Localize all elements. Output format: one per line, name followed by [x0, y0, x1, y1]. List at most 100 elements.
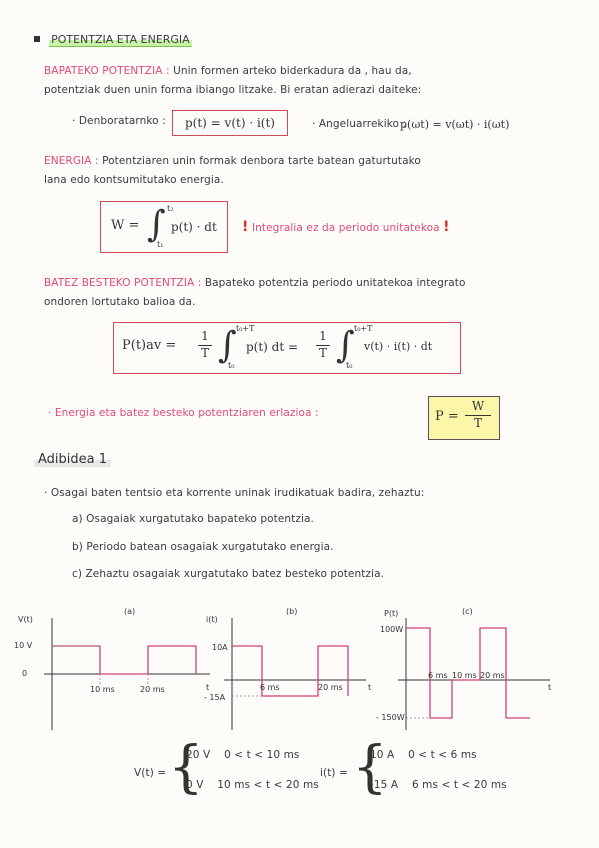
average-formula-lhs: P(t)av = — [122, 338, 177, 353]
instant-time-label: · Denboratarnko : — [72, 115, 166, 127]
instant-angle-label: · Angeluarrekiko : — [312, 118, 407, 130]
graph-b-y-pos: 10A — [212, 643, 228, 652]
average-formula-box: P(t)av = 1 T ∫ t₀+T t₀ p(t) dt = 1 T ∫ t… — [113, 322, 461, 374]
v-row1: 20 V 0 < t < 10 ms — [186, 746, 300, 765]
average-label: BATEZ BESTEKO POTENTZIA : — [44, 277, 202, 289]
example-title: Adibidea 1 — [34, 452, 112, 467]
average-integral-1: p(t) dt = — [246, 340, 299, 354]
exclamation-icon: ! — [242, 219, 249, 235]
instant-formula: p(t) = v(t) · i(t) — [185, 116, 275, 130]
energy-lower-limit: t₁ — [157, 240, 164, 249]
graph-c-y-pos: 100W — [380, 625, 403, 634]
integral-sign-icon-2: ∫ — [336, 325, 355, 366]
graph-c-t2: 10 ms — [452, 671, 477, 680]
example-intro: · Osagai baten tentsio eta korrente unin… — [44, 487, 425, 499]
graph-a-axis-label: V(t) — [18, 615, 33, 624]
energy-upper-limit: t₂ — [167, 204, 174, 213]
graph-c-t1: 6 ms — [428, 671, 448, 680]
graph-a-y-value: 10 V — [14, 641, 33, 650]
v-row2-val: 0 V — [186, 779, 204, 791]
graph-b-panel-label: (b) — [286, 607, 297, 616]
page-title: POTENTZIA ETA ENERGIA — [49, 33, 192, 47]
energy-note-text: Integralia ez da periodo unitatekoa — [251, 222, 440, 234]
graph-c-t3: 20 ms — [480, 671, 505, 680]
graph-c-y-neg: - 150W — [376, 713, 405, 722]
page-title-wrap: POTENTZIA ETA ENERGIA — [34, 28, 192, 47]
v-lhs: V(t) = — [134, 767, 167, 779]
fraction-den-1: T — [198, 345, 212, 360]
graph-b-waveform — [232, 645, 349, 697]
graph-a-t1: 10 ms — [90, 685, 115, 694]
relation-formula-box: P = W T — [428, 396, 500, 440]
v-row1-cond: 0 < t < 10 ms — [224, 749, 300, 761]
relation-num: W — [471, 399, 485, 413]
graph-a-x-label: t — [206, 683, 209, 692]
v-row2: 0 V 10 ms < t < 20 ms — [186, 776, 319, 795]
instant-power-label: BAPATEKO POTENTZIA : — [44, 65, 170, 77]
energy-label: ENERGIA : — [44, 155, 99, 167]
instant-angle-formula: p(ωt) = v(ωt) · i(ωt) — [400, 118, 510, 131]
graph-b-x-label: t — [368, 683, 371, 692]
example-title-wrap: Adibidea 1 — [34, 448, 112, 467]
i-row2-cond: 6 ms < t < 20 ms — [411, 779, 507, 791]
v-row2-cond: 10 ms < t < 20 ms — [217, 779, 319, 791]
instant-power-text2: potentziak duen unin forma ibiango litza… — [44, 84, 422, 96]
energy-text2: lana edo kontsumitutako energia. — [44, 174, 224, 186]
energy-formula-lhs: W = — [111, 218, 140, 233]
example-item-c: c) Zehaztu osagaiak xurgatutako batez be… — [72, 568, 385, 580]
graph-c-waveform — [406, 627, 530, 719]
graph-b-axis-label: i(t) — [206, 615, 218, 624]
graph-c-x-label: t — [548, 683, 551, 692]
integral-sign-icon-1: ∫ — [218, 325, 237, 366]
instant-power-section: BAPATEKO POTENTZIA : Unin formen arteko … — [44, 62, 564, 100]
energy-text1: Potentziaren unin formak denbora tarte b… — [102, 155, 421, 167]
energy-formula-body: p(t) · dt — [171, 220, 217, 234]
i-row2-val: -15 A — [370, 779, 399, 791]
instant-power-text1: Unin formen arteko biderkadura da , hau … — [173, 65, 412, 77]
average-fraction-2: 1 T — [316, 329, 330, 360]
average-lower-1: t₀ — [228, 361, 235, 370]
average-text1: Bapateko potentzia periodo unitatekoa in… — [204, 277, 466, 289]
graph-c-axis-label: P(t) — [384, 609, 398, 618]
energy-note: ! Integralia ez da periodo unitatekoa ! — [242, 218, 450, 238]
fraction-num-2: 1 — [319, 329, 327, 343]
average-fraction-1: 1 T — [198, 329, 212, 360]
i-row2: -15 A 6 ms < t < 20 ms — [370, 776, 507, 795]
example-item-a: a) Osagaiak xurgatutako bapateko potentz… — [72, 513, 314, 525]
v-brace-icon: { — [168, 735, 204, 800]
graph-a-panel-label: (a) — [124, 607, 135, 616]
graph-b-t1: 6 ms — [260, 683, 280, 692]
energy-section: ENERGIA : Potentziaren unin formak denbo… — [44, 152, 564, 190]
instant-formula-box: p(t) = v(t) · i(t) — [172, 110, 288, 136]
i-row1-val: 10 A — [370, 749, 395, 761]
average-lower-2: t₀ — [346, 361, 353, 370]
i-row1: 10 A 0 < t < 6 ms — [370, 746, 477, 765]
fraction-den-2: T — [316, 345, 330, 360]
i-row1-cond: 0 < t < 6 ms — [408, 749, 477, 761]
average-section: BATEZ BESTEKO POTENTZIA : Bapateko poten… — [44, 274, 564, 312]
average-upper-2: t₀+T — [354, 324, 373, 333]
energy-formula-box: W = ∫ t₂ t₁ p(t) · dt — [100, 201, 228, 253]
bullet-square-icon — [34, 35, 40, 42]
relation-text: · Energia eta batez besteko potentziaren… — [48, 407, 319, 419]
v-row1-val: 20 V — [186, 749, 211, 761]
fraction-num-1: 1 — [201, 329, 209, 343]
example-item-b: b) Periodo batean osagaiak xurgatutako e… — [72, 541, 334, 553]
graph-c-panel-label: (c) — [462, 607, 473, 616]
graph-b-y-neg: - 15A — [204, 693, 226, 702]
i-brace-icon: { — [352, 735, 388, 800]
graph-b-t2: 20 ms — [318, 683, 343, 692]
exclamation-icon-2: ! — [443, 219, 450, 235]
integral-sign-icon: ∫ — [147, 204, 166, 245]
average-text2: ondoren lortutako balioa da. — [44, 296, 196, 308]
waveform-graphs: V(t) (a) 10 V 0 10 ms 20 ms t i(t) (b) 1… — [14, 607, 551, 730]
relation-fraction: W T — [465, 399, 491, 430]
average-integral-2: v(t) · i(t) · dt — [364, 340, 433, 353]
graph-a-t2: 20 ms — [140, 685, 165, 694]
relation-den: T — [465, 415, 491, 430]
average-upper-1: t₀+T — [236, 324, 255, 333]
relation-lhs: P = — [435, 409, 459, 424]
i-lhs: i(t) = — [320, 767, 348, 779]
graph-a-zero: 0 — [22, 669, 27, 678]
graph-a-waveform — [52, 645, 197, 675]
